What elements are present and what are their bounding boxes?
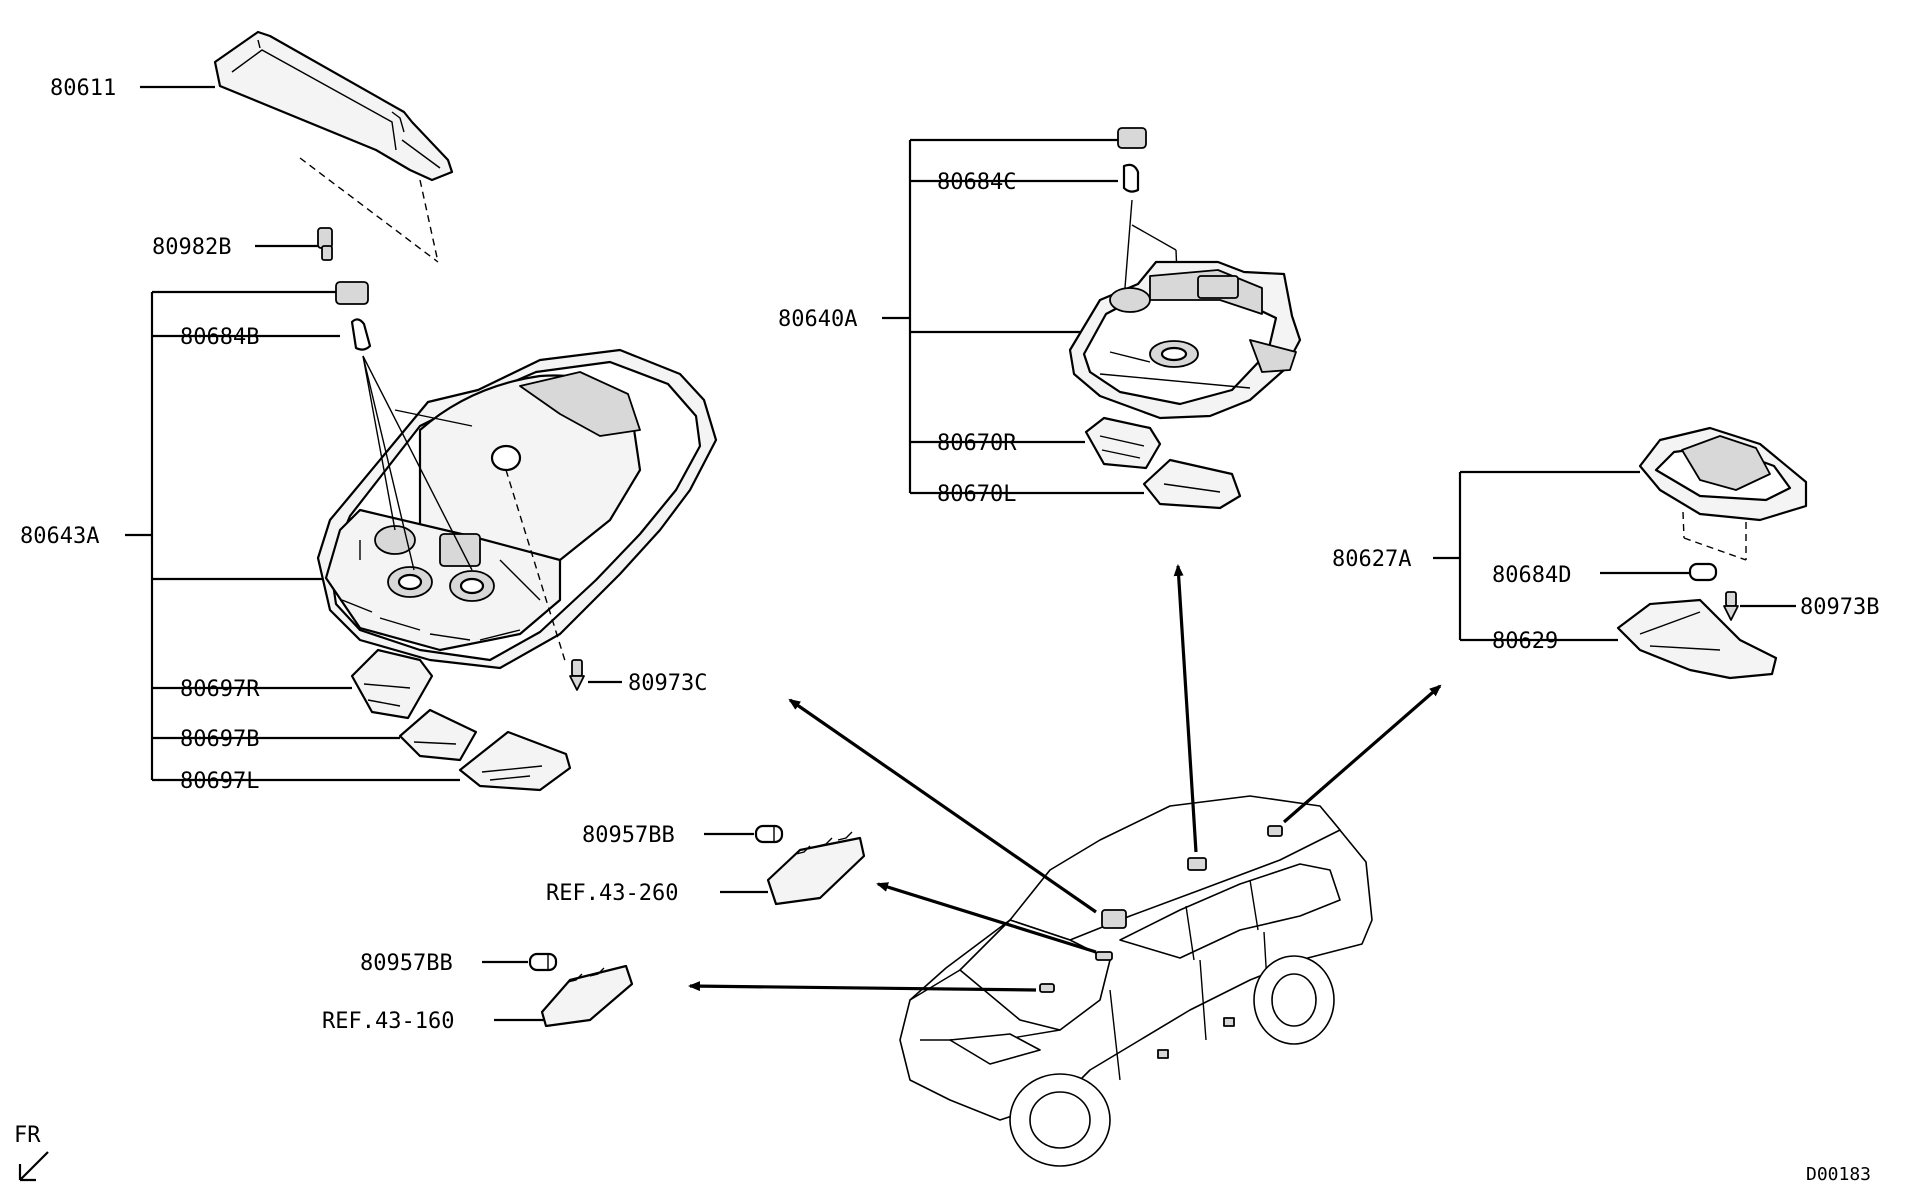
bulb-80957BB-lower-illustration [528,952,558,972]
leader-80982B: 80982B [152,235,318,260]
leader-ref-43-160: REF.43-160 [322,1009,544,1034]
diagram-code: D00183 [1806,1164,1871,1185]
part-label-80670L: 80670L [937,482,1016,507]
leader-80957BB-upper: 80957BB [582,823,754,848]
map-lamp-upper-illustration [766,831,866,906]
front-arrow-icon [18,1151,49,1182]
vehicle-outline-illustration [899,795,1373,1167]
orientation-indicator: FR [14,1123,49,1182]
part-80670R-illustration [1084,416,1162,470]
bracket-80627A: 80627A 80684D 80629 [1332,470,1690,654]
leader-ref-43-260: REF.43-260 [546,881,768,906]
part-80611-illustration [213,30,454,263]
part-80697L-illustration [458,730,572,792]
part-80697R-illustration [350,648,434,720]
ref-label-43-260: REF.43-260 [546,881,678,906]
part-label-80957BB-upper: 80957BB [582,823,675,848]
part-80629-illustration [1616,598,1778,680]
part-80640A-illustration [1068,127,1302,420]
part-label-80627A: 80627A [1332,547,1411,572]
bracket-80640A: 80640A 80684C 80670R 80670L [778,138,1144,507]
part-80643A-illustration [316,281,718,691]
part-label-80640A: 80640A [778,307,857,332]
bulb-80957BB-upper-illustration [754,824,784,844]
leader-80973C: 80973C [588,671,707,696]
part-80982B-illustration [317,227,333,261]
part-label-80684B: 80684B [180,325,259,350]
part-label-80611: 80611 [50,76,116,101]
part-label-80684D: 80684D [1492,563,1571,588]
part-80697B-illustration [398,708,478,762]
part-label-80957BB-lower: 80957BB [360,951,453,976]
leader-80611: 80611 [50,76,215,101]
part-label-80982B: 80982B [152,235,231,260]
part-label-80697B: 80697B [180,727,259,752]
bracket-80643A: 80643A 80684B 80697R 80697B 80697L [20,290,460,794]
part-label-80697R: 80697R [180,677,260,702]
part-label-80684C: 80684C [937,170,1016,195]
part-label-80697L: 80697L [180,769,259,794]
orientation-label: FR [14,1123,41,1148]
part-label-80629: 80629 [1492,629,1558,654]
part-label-80670R: 80670R [937,431,1017,456]
part-label-80973C: 80973C [628,671,707,696]
part-80670L-illustration [1142,458,1242,510]
part-80627A-illustration [1638,426,1808,621]
leader-80973B: 80973B [1740,595,1879,620]
ref-label-43-160: REF.43-160 [322,1009,454,1034]
map-lamp-lower-illustration [540,964,634,1028]
part-label-80973B: 80973B [1800,595,1879,620]
pointer-arrows [688,564,1442,992]
part-label-80643A: 80643A [20,524,99,549]
leader-80957BB-lower: 80957BB [360,951,528,976]
